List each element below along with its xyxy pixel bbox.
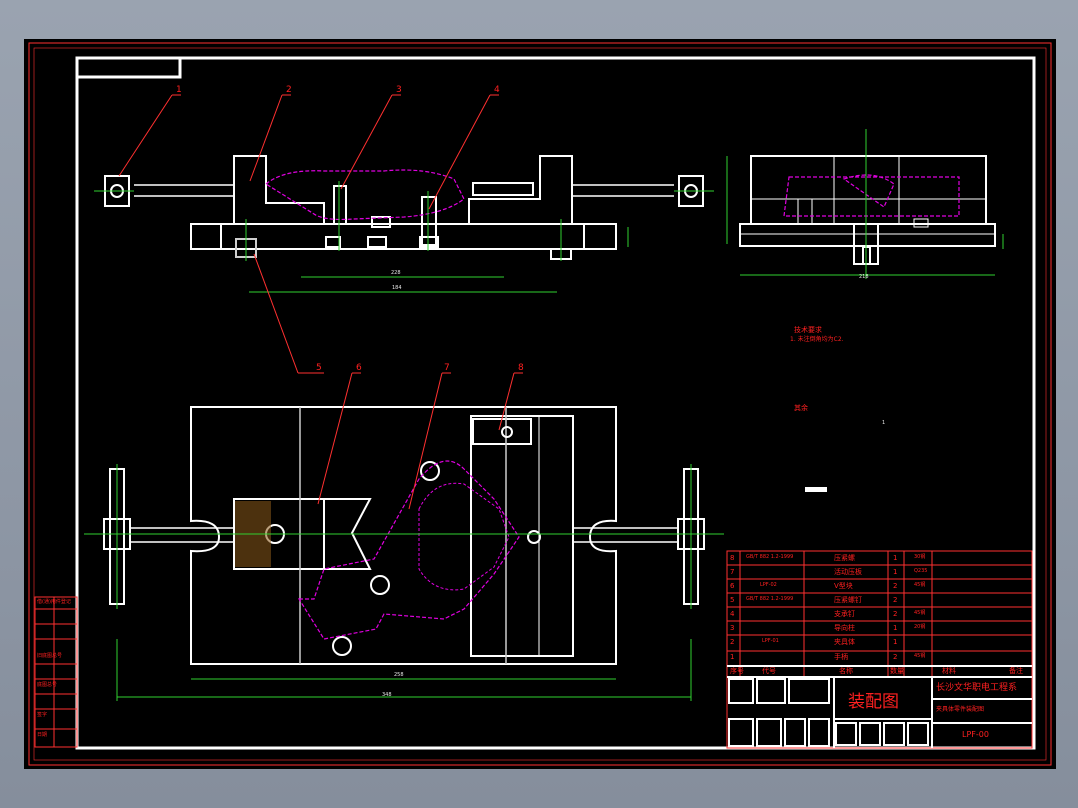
hidden-lever-front: [264, 169, 465, 221]
tech-requirements-line: 1. 未注倒角均为C2.: [790, 336, 844, 343]
part-qty: 2: [893, 596, 898, 604]
title-block-grid: [727, 665, 1032, 748]
header-code: 代号: [762, 667, 776, 675]
part-qty: 2: [893, 610, 898, 618]
header-qty: 数量: [890, 667, 904, 675]
part-material: 30钢: [914, 554, 926, 560]
dim-side-width: 218: [859, 274, 869, 280]
outer-frame: [28, 42, 1052, 766]
drawing-title: 装配图: [848, 692, 899, 712]
hidden-lever-side: [783, 174, 960, 217]
part-qty: 2: [893, 653, 898, 661]
balloon-5: 5: [316, 363, 322, 373]
part-material: 45钢: [914, 653, 926, 659]
strip-label: 借(通)用件登记: [37, 599, 71, 605]
header-name: 名称: [839, 667, 853, 675]
part-no: 5: [730, 596, 735, 604]
part-qty: 1: [893, 554, 898, 562]
part-code: GB/T 882 1.2-1999: [746, 596, 794, 602]
balloon-6: 6: [356, 363, 362, 373]
left-strip-grid: [34, 596, 78, 748]
part-no: 1: [730, 653, 735, 661]
part-no: 4: [730, 610, 735, 618]
white-mark: [805, 487, 827, 492]
balloon-8: 8: [518, 363, 524, 373]
balloon-2: 2: [286, 85, 292, 95]
balloon-1: 1: [176, 85, 182, 95]
balloon-7: 7: [444, 363, 450, 373]
part-name: 夹具体: [834, 638, 855, 646]
school-name: 长沙文华职电工程系: [936, 683, 1018, 693]
strip-label: 日期: [37, 732, 48, 738]
part-name: 活动压板: [834, 568, 862, 576]
part-qty: 1: [893, 638, 898, 646]
drawing-subtitle: 夹具体零件装配图: [936, 706, 985, 713]
part-code: LPF-02: [760, 582, 777, 588]
part-name: V型块: [834, 582, 853, 590]
strip-label: 签字: [37, 712, 48, 718]
part-material: 45钢: [914, 610, 926, 616]
inner-border: [75, 56, 1036, 750]
tech-requirements-title: 技术要求: [794, 326, 822, 334]
part-name: 支承钉: [834, 610, 855, 618]
part-no: 6: [730, 582, 735, 590]
part-qty: 1: [893, 624, 898, 632]
small-mark: 1: [882, 420, 886, 426]
header-no: 序号: [730, 667, 744, 675]
part-material: 20钢: [914, 624, 926, 630]
balloon-3: 3: [396, 85, 402, 95]
part-material: 45钢: [914, 582, 926, 588]
part-name: 压紧螺钉: [834, 596, 862, 604]
part-name: 压紧螺: [834, 554, 855, 562]
code-box: [75, 56, 182, 79]
part-no: 8: [730, 554, 735, 562]
dim-top-width: 228: [391, 270, 401, 276]
leaders: [118, 94, 523, 510]
strip-label: 旧底图总号: [37, 653, 63, 659]
side-view: [739, 155, 996, 265]
front-view: [104, 155, 704, 260]
part-code: LPF-01: [762, 638, 779, 644]
part-no: 7: [730, 568, 735, 576]
strip-label: 底图总号: [37, 682, 58, 688]
cad-drawing: [28, 42, 1052, 766]
part-qty: 1: [893, 568, 898, 576]
part-qty: 2: [893, 582, 898, 590]
dim-bottom-total: 348: [382, 692, 392, 698]
part-code: GB/T 882 1.2-1999: [746, 554, 794, 560]
hidden-lever-plan: [297, 460, 520, 640]
balloon-4: 4: [494, 85, 500, 95]
dim-top-total: 184: [392, 285, 402, 291]
header-note: 备注: [1009, 667, 1023, 675]
drawing-number: LPF-00: [962, 730, 989, 739]
part-material: Q235: [914, 568, 928, 574]
drawing-sheet: 1 2 3 4 5 6 7 8 228 184 218 258 348 技术要求…: [24, 39, 1056, 769]
plan-view: [103, 406, 705, 665]
dim-bottom-inner: 258: [394, 672, 404, 678]
part-name: 手柄: [834, 653, 848, 661]
part-no: 2: [730, 638, 735, 646]
part-name: 导向柱: [834, 624, 855, 632]
header-material: 材料: [942, 667, 956, 675]
part-no: 3: [730, 624, 735, 632]
roughness-note: 其余: [794, 404, 808, 412]
